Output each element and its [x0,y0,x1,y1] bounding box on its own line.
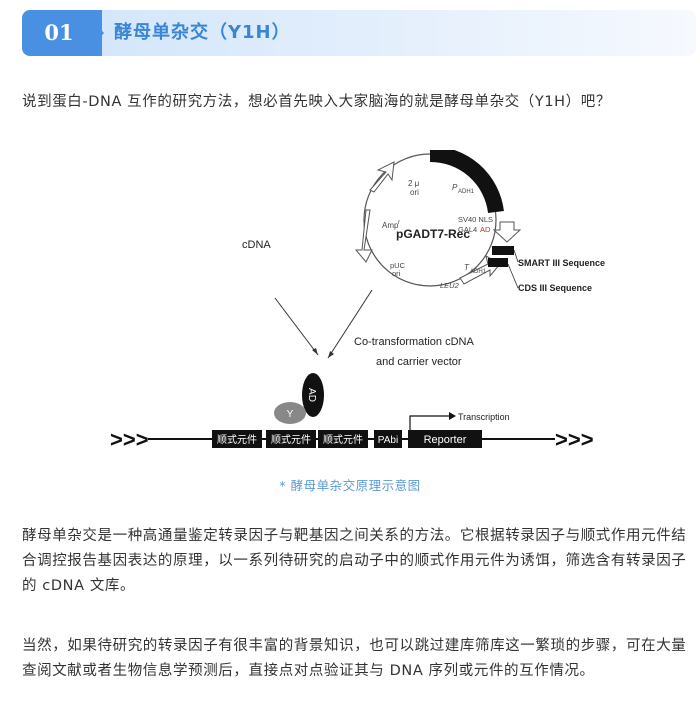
cis-element-3-box [318,430,368,448]
plasmid-padh1-arc [429,150,504,214]
cis-element-2: 顺式元件 [271,433,311,446]
cdna-arrow [274,297,319,356]
y1h-diagram: 2 μ ori P ADH1 SV40 NLS GAL4 AD pGADT7-R… [110,150,605,452]
transcription-arrow [409,415,450,430]
transcription-arrowhead [449,412,456,420]
leu2-label: LEU2 [440,281,460,290]
plasmid-amp-arrow [354,209,373,263]
smart-pointer [513,249,519,263]
cds-block [488,258,508,267]
right-chevrons: >>> [555,427,594,452]
ori-label-2: ori [410,188,419,197]
left-chevrons: >>> [110,427,149,452]
cis-element-3: 顺式元件 [323,433,363,446]
cdna-label: cDNA [242,239,271,251]
cds-label: CDS III Sequence [518,283,592,293]
ad-domain-label: AD [306,388,317,402]
plasmid-ori-arrow [369,161,395,193]
y-domain-label: Y [287,409,294,420]
gal4-label: GAL4 [458,225,477,234]
reporter-label: Reporter [424,434,467,446]
ad-red-label: AD [480,225,491,234]
padh1-sub-label: ADH1 [458,189,475,195]
cds-pointer [507,263,519,289]
smart-block [492,246,514,255]
paragraph-y1h-description: 酵母单杂交是一种高通量鉴定转录因子与靶基因之间关系的方法。它根据转录因子与顺式作… [22,528,687,594]
vector-arrowhead [328,351,334,358]
header-arrow-decoration [84,10,104,56]
tadh1-sub-label: ADH1 [470,269,487,275]
figure-caption: * 酵母单杂交原理示意图 [279,478,421,493]
amp-sup-label: r [398,220,400,226]
reporter-box [408,430,482,448]
cdna-arrowhead [312,348,318,355]
sv40-label: SV40 NLS [458,215,493,224]
padh1-label: P [452,183,458,192]
ad-domain [302,373,324,417]
cotransform-line1: Co-transformation cDNA [354,336,474,348]
cis-element-1-box [212,430,262,448]
amp-label: Amp [382,221,399,230]
transcription-label: Transcription [458,412,510,422]
puc-ori-label: ori [392,269,401,278]
cotransform-line2: and carrier vector [376,356,462,368]
y-domain [274,402,306,424]
ori-label: 2 μ [408,179,420,188]
tadh1-label: T [464,263,470,272]
intro-paragraph: 说到蛋白-DNA 互作的研究方法，想必首先映入大家脑海的就是酵母单杂交（Y1H）… [22,94,611,110]
smart-white-arrow [492,221,522,243]
section-title: 酵母单杂交（Y1H） [114,22,291,43]
smart-label: SMART III Sequence [518,258,605,268]
paragraph-direct-verification: 当然，如果待研究的转录因子有很丰富的背景知识，也可以跳过建库筛库这一繁琐的步骤，… [22,638,687,679]
pabi-box [374,430,402,448]
vector-arrow [327,289,373,359]
pabi-label: PAbi [378,435,398,446]
section-header [22,10,696,56]
puc-label: pUC [390,261,406,270]
cis-element-2-box [266,430,316,448]
cis-element-1: 顺式元件 [217,433,257,446]
plasmid-name: pGADT7-Rec [396,227,470,241]
